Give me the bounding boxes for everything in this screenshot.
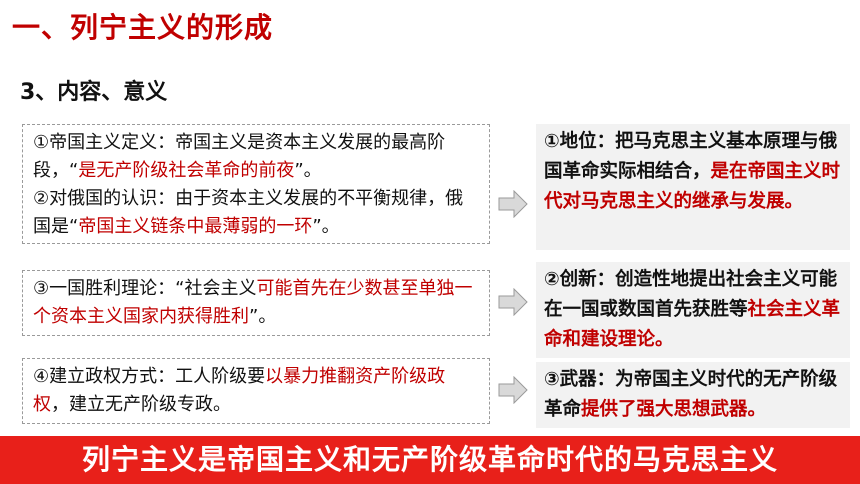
regime-text: ④建立政权方式：工人阶级要 — [33, 366, 266, 387]
innovation-text: ②创新：创造性地提出社会主义可能在一国或数国首先获胜等 — [544, 269, 838, 320]
russia-end: ”。 — [312, 216, 340, 237]
one-country-text: ③一国胜利理论：“社会主义 — [33, 278, 257, 299]
page-title: 一、列宁主义的形成 — [12, 11, 274, 44]
arrow-right-icon — [498, 288, 528, 316]
left-box-imperialism: ①帝国主义定义：帝国主义是资本主义发展的最高阶段，“是无产阶级社会革命的前夜”。… — [22, 124, 490, 244]
arrow-right-icon — [498, 190, 528, 218]
innovation-highlight: 社会主义革命和建设理论。 — [544, 299, 841, 350]
arrow-right-icon — [498, 376, 528, 404]
status-text: ①地位：把马克思主义基本原理与俄国革命实际相结合， — [544, 131, 838, 182]
one-country-highlight: 可能首先在少数甚至单独一个资本主义国家内获得胜利 — [33, 278, 473, 327]
one-country-end: ”。 — [249, 306, 277, 327]
right-box-status: ①地位：把马克思主义基本原理与俄国革命实际相结合，是在帝国主义时代对马克思主义的… — [536, 124, 850, 250]
left-box-regime: ④建立政权方式：工人阶级要以暴力推翻资产阶级政权，建立无产阶级专政。 — [22, 358, 490, 424]
definition-end: ”。 — [294, 160, 322, 181]
weapon-highlight: 提供了强大思想武器。 — [581, 399, 767, 420]
status-highlight: 是在帝国主义时代对马克思主义的继承与发展。 — [544, 161, 841, 212]
conclusion-banner: 列宁主义是帝国主义和无产阶级革命时代的马克思主义 — [0, 436, 860, 484]
regime-end: ，建立无产阶级专政。 — [51, 394, 231, 415]
left-box-one-country: ③一国胜利理论：“社会主义可能首先在少数甚至单独一个资本主义国家内获得胜利”。 — [22, 270, 490, 336]
right-box-innovation: ②创新：创造性地提出社会主义可能在一国或数国首先获胜等社会主义革命和建设理论。 — [536, 262, 850, 358]
definition-text: ①帝国主义定义：帝国主义是资本主义发展的最高阶段，“ — [33, 132, 446, 181]
right-box-weapon: ③武器：为帝国主义时代的无产阶级革命提供了强大思想武器。 — [536, 362, 850, 428]
section-subtitle: 3、内容、意义 — [20, 80, 168, 105]
russia-text: ②对俄国的认识：由于资本主义发展的不平衡规律，俄国是“ — [33, 188, 464, 237]
definition-highlight: 是无产阶级社会革命的前夜 — [78, 160, 295, 181]
weapon-text: ③武器：为帝国主义时代的无产阶级革命 — [544, 369, 838, 420]
russia-highlight: 帝国主义链条中最薄弱的一环 — [78, 216, 313, 237]
regime-highlight: 以暴力推翻资产阶级政权 — [33, 366, 446, 415]
